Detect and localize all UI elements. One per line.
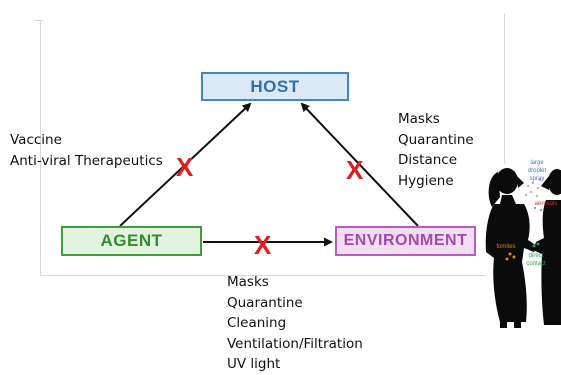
person-right-silhouette [533,169,561,325]
block-mark-agent-host: X [176,152,194,182]
environment-node: ENVIRONMENT [335,226,476,256]
block-mark-environment-host: X [346,155,364,185]
interventions-agent-host: Vaccine Anti-viral Therapeutics [10,130,163,171]
intervention-item: Cleaning [227,315,287,331]
label-spray: spray [530,176,545,182]
droplet-spray-icon [524,178,543,212]
host-label: HOST [250,76,300,96]
arrow-agent-to-host [119,102,252,227]
label-direct: direct [529,253,544,259]
agent-node: AGENT [61,226,202,256]
intervention-item: Vaccine [10,132,62,148]
intervention-item: Hygiene [398,172,454,189]
frame-line-top [35,20,43,21]
intervention-item: Quarantine [227,294,303,311]
diagram-arrows [119,102,419,247]
label-fomites: fomites [496,244,515,250]
intervention-item: Ventilation/Filtration [227,335,363,352]
label-aerosols: aerosols [535,201,558,207]
block-mark-agent-environment: X [254,230,272,260]
interventions-environment-host: Masks Quarantine Distance Hygiene [398,109,474,191]
intervention-item: Quarantine [398,131,474,148]
transmission-illustration-icon: large droplet spray aerosols fomites dir… [485,160,561,328]
environment-label: ENVIRONMENT [343,232,468,249]
frame-line-right [504,14,505,164]
agent-label: AGENT [100,231,163,250]
person-left-silhouette [485,168,537,328]
frame-line-left [40,20,41,275]
frame-line-bottom [40,275,485,276]
arrow-environment-to-host [300,102,419,227]
intervention-item: Masks [227,274,269,290]
label-contact: contact [526,261,546,267]
host-node: HOST [201,72,349,101]
intervention-item: Masks [398,111,440,127]
label-droplet: droplet [528,168,547,174]
fomite-dots-icon [505,252,516,261]
intervention-item: Distance [398,152,458,168]
intervention-item: Anti-viral Therapeutics [10,152,163,169]
label-large: large [530,160,544,166]
contact-dots-icon [532,242,540,248]
